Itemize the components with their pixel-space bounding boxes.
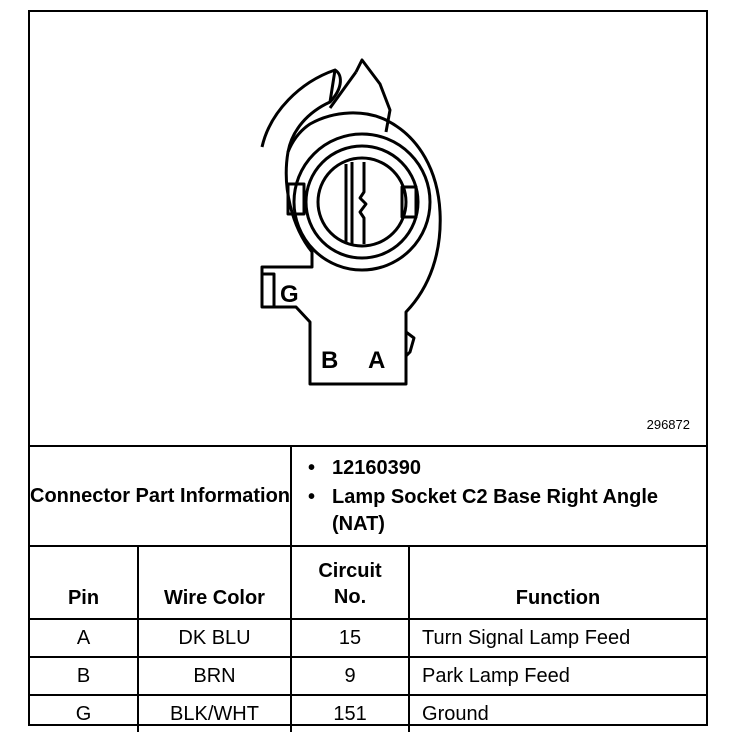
figure-code: 296872 [646,417,690,432]
header-wire-color: Wire Color [136,545,293,620]
diagram-frame: G B A 296872 Connector Part Information … [28,10,708,732]
function-cell: Park Lamp Feed [408,656,707,696]
connector-info-list: 12160390 Lamp Socket C2 Base Right Angle… [290,445,707,547]
circuit-cell: 151 [290,694,411,732]
header-circuit: Circuit No. [290,545,411,620]
function-cell: Ground [408,694,707,732]
connector-table: Connector Part Information 12160390 Lamp… [30,445,707,732]
wire-cell: BRN [136,656,293,696]
connector-description: Lamp Socket C2 Base Right Angle (NAT) [308,484,706,538]
pin-label-g: G [280,281,299,308]
wire-cell: DK BLU [136,618,293,658]
function-cell: Turn Signal Lamp Feed [408,618,707,658]
pin-cell: A [30,618,139,658]
circuit-cell: 9 [290,656,411,696]
connector-part-number: 12160390 [308,455,706,482]
pin-cell: G [30,694,139,732]
table-row: B BRN 9 Park Lamp Feed [30,656,707,696]
circuit-cell: 15 [290,618,411,658]
table-row: A DK BLU 15 Turn Signal Lamp Feed [30,618,707,658]
connector-info-label: Connector Part Information [30,445,293,547]
wire-cell: BLK/WHT [136,694,293,732]
header-pin: Pin [30,545,139,620]
table-row: G BLK/WHT 151 Ground [30,694,707,732]
pin-cell: B [30,656,139,696]
pin-label-a: A [368,347,385,374]
pin-label-b: B [321,347,338,374]
connector-figure: G B A 296872 [30,12,706,445]
header-function: Function [408,545,707,620]
lamp-socket-drawing: G B A [260,58,442,386]
